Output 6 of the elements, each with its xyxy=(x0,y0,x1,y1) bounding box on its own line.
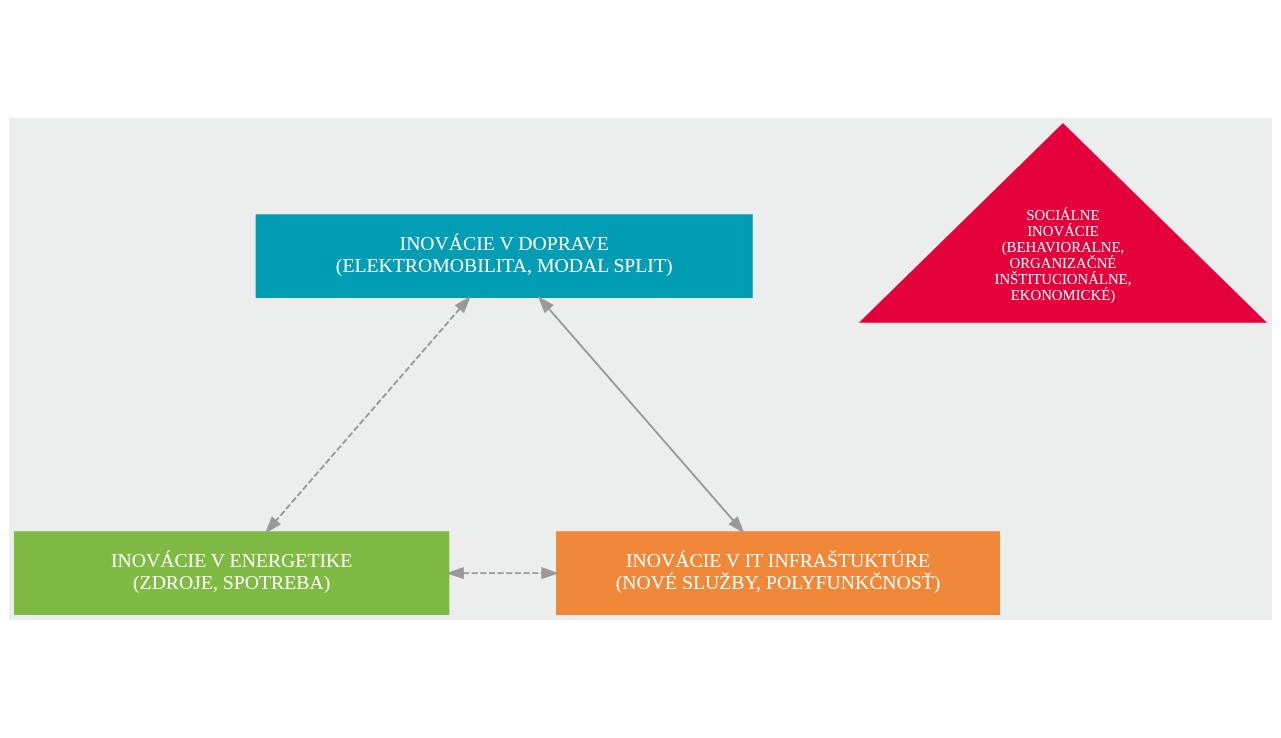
arrow xyxy=(264,295,471,534)
arrow xyxy=(537,295,745,534)
arrow xyxy=(446,567,559,580)
node-box: INOVÁCIE V IT INFRAŠTUKTÚRE (NOVÉ SLUŽBY, POLYFUNKČNOSŤ) xyxy=(556,531,1001,616)
node-box: INOVÁCIE V ENERGETIKE (ZDROJE, SPOTREBA) xyxy=(13,531,450,616)
node-box: INOVÁCIE V DOPRAVE (ELEKTROMOBILITA, MODAL SPLIT) xyxy=(255,214,753,299)
